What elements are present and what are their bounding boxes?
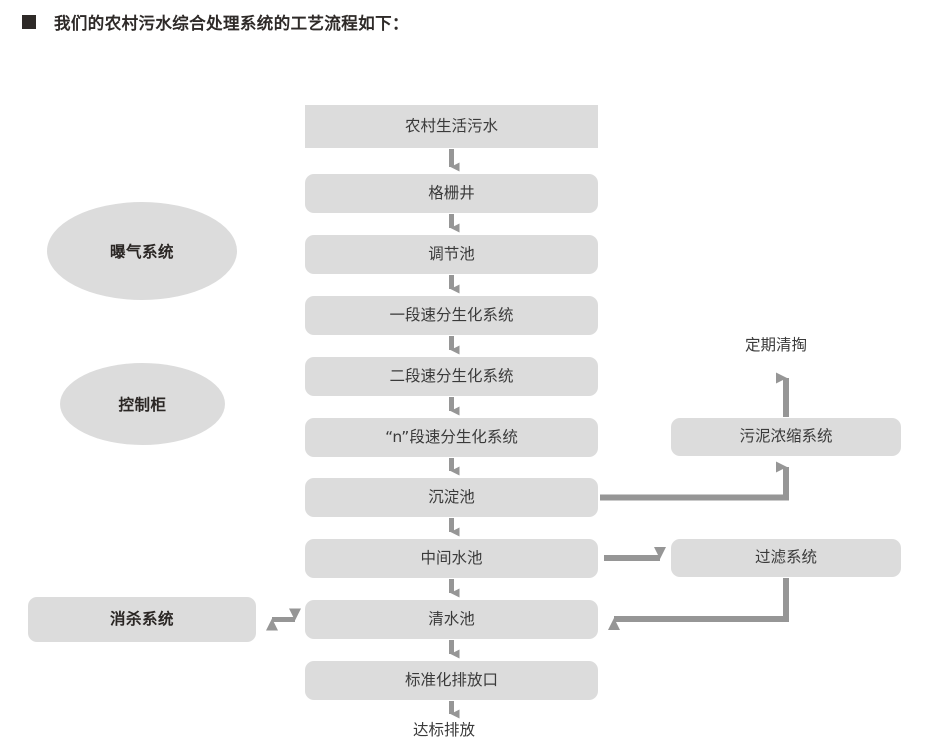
node-aeration-system[interactable]: 曝气系统 — [47, 202, 237, 300]
node-filtration-system[interactable]: 过滤系统 — [671, 539, 901, 577]
arrow-sludge-feed — [600, 461, 789, 501]
label-compliant-discharge: 达标排放 — [413, 721, 476, 739]
node-grille-well[interactable]: 格栅井 — [305, 174, 598, 213]
node-stage-2-bio[interactable]: 二段速分生化系统 — [305, 357, 598, 396]
page-heading: 我们的农村污水综合处理系统的工艺流程如下： — [22, 10, 409, 34]
node-stage-n-bio[interactable]: “n”段速分生化系统 — [305, 418, 598, 457]
arrow-filtration-return — [608, 578, 789, 630]
square-bullet-icon — [22, 15, 36, 29]
node-regulating-tank[interactable]: 调节池 — [305, 235, 598, 274]
node-rural-sewage[interactable]: 农村生活污水 — [305, 105, 598, 148]
node-standard-outlet[interactable]: 标准化排放口 — [305, 661, 598, 700]
node-sludge-thickening[interactable]: 污泥浓缩系统 — [671, 418, 901, 456]
node-clean-water-tank[interactable]: 清水池 — [305, 600, 598, 639]
node-intermediate-tank[interactable]: 中间水池 — [305, 539, 598, 578]
node-control-cabinet[interactable]: 控制柜 — [60, 363, 225, 445]
node-stage-1-bio[interactable]: 一段速分生化系统 — [305, 296, 598, 335]
node-sedimentation-tank[interactable]: 沉淀池 — [305, 478, 598, 517]
label-periodic-removal: 定期清掏 — [745, 336, 808, 354]
page-title: 我们的农村污水综合处理系统的工艺流程如下： — [54, 14, 409, 33]
node-disinfection-system[interactable]: 消杀系统 — [28, 597, 256, 642]
